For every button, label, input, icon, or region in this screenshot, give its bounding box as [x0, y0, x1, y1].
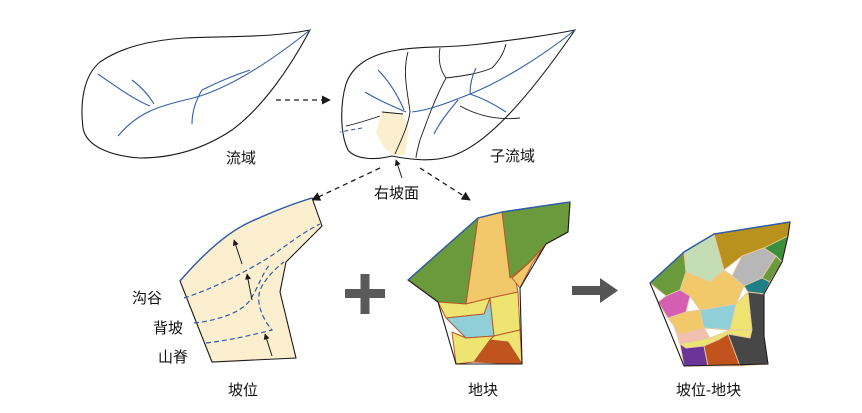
ridge-label: 山脊 [158, 348, 188, 366]
slope-position-dividers [183, 223, 321, 344]
slope-position-ridge-edge [179, 197, 313, 282]
parcel-yellow-right [489, 329, 523, 365]
plus-icon [345, 274, 385, 314]
parcel-yellow-mid [489, 291, 521, 337]
dashed-arrow-down-left-icon [311, 167, 381, 201]
sub-watershed-boundaries [345, 43, 521, 159]
land-parcel-ridge-edge [407, 201, 571, 281]
slope-position-fill [179, 197, 323, 363]
back-slope-label: 背坡 [153, 319, 183, 337]
combo-purple [679, 343, 709, 367]
gully-label: 沟谷 [132, 289, 162, 307]
right-slope-pointer [394, 159, 403, 179]
sub-watershed-label: 子流域 [490, 147, 535, 165]
arrow-right-icon [572, 278, 618, 303]
right-slope-label: 右坡面 [374, 184, 419, 202]
parcel-orange-right [511, 243, 547, 289]
slope-parcel-label: 坡位-地块 [676, 381, 741, 399]
sub-watershed-shape [339, 29, 577, 161]
dashed-arrow-down-right-icon [419, 167, 471, 201]
slope-position-label: 坡位 [228, 381, 258, 399]
slope-position-flow-arrows [232, 239, 273, 357]
watershed-outline [81, 29, 312, 159]
land-parcel-label: 地块 [468, 381, 498, 399]
slope-position-shape [179, 197, 323, 363]
watershed-shape [81, 29, 312, 159]
right-slope-fill [376, 112, 409, 155]
land-parcel-shape [407, 201, 571, 365]
sub-watershed-outline [341, 29, 577, 161]
parcel-green-right [501, 201, 571, 279]
slope-parcel-ridge-edge [649, 221, 791, 284]
watershed-label: 流域 [226, 149, 256, 167]
watershed-streams [97, 29, 311, 137]
slope-parcel-shape [649, 221, 791, 367]
sub-watershed-streams [339, 29, 576, 135]
